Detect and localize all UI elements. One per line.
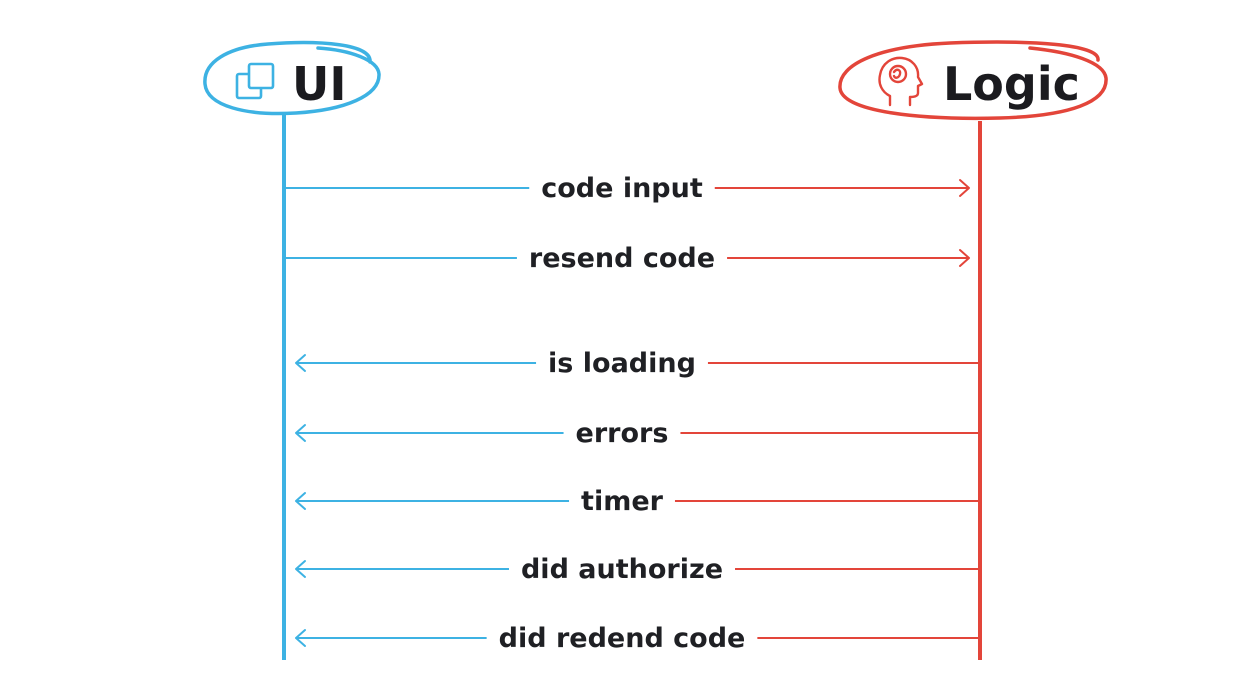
logic-actor-title: Logic	[943, 57, 1080, 111]
message-row: did authorize	[295, 554, 980, 585]
window-stack-icon	[235, 62, 275, 100]
messages: code input resend code is loading errors tim…	[284, 173, 980, 654]
message-label: is loading	[548, 348, 696, 379]
message-label: did redend code	[499, 623, 746, 654]
message-row: timer	[295, 486, 980, 517]
arrowhead-left-icon	[295, 629, 306, 647]
message-row: is loading	[295, 348, 980, 379]
brain-head-icon	[878, 56, 924, 107]
logic-actor: Logic	[838, 40, 1108, 660]
message-row: errors	[295, 418, 980, 449]
message-row: code input	[284, 173, 970, 204]
ui-actor: UI	[203, 40, 381, 660]
message-label: resend code	[529, 243, 715, 274]
message-row: resend code	[284, 243, 970, 274]
message-row: did redend code	[295, 623, 980, 654]
ui-circle-outline	[203, 40, 381, 116]
arrowhead-left-icon	[295, 560, 306, 578]
logic-circle-outline	[838, 40, 1108, 121]
message-label: errors	[576, 418, 669, 449]
arrowhead-left-icon	[295, 492, 306, 510]
arrowhead-right-icon	[959, 249, 970, 267]
arrowhead-left-icon	[295, 354, 306, 372]
message-label: did authorize	[521, 554, 723, 585]
ui-actor-title: UI	[292, 57, 346, 111]
arrowhead-left-icon	[295, 424, 306, 442]
message-label: timer	[581, 486, 664, 517]
arrowhead-right-icon	[959, 179, 970, 197]
message-label: code input	[541, 173, 703, 204]
